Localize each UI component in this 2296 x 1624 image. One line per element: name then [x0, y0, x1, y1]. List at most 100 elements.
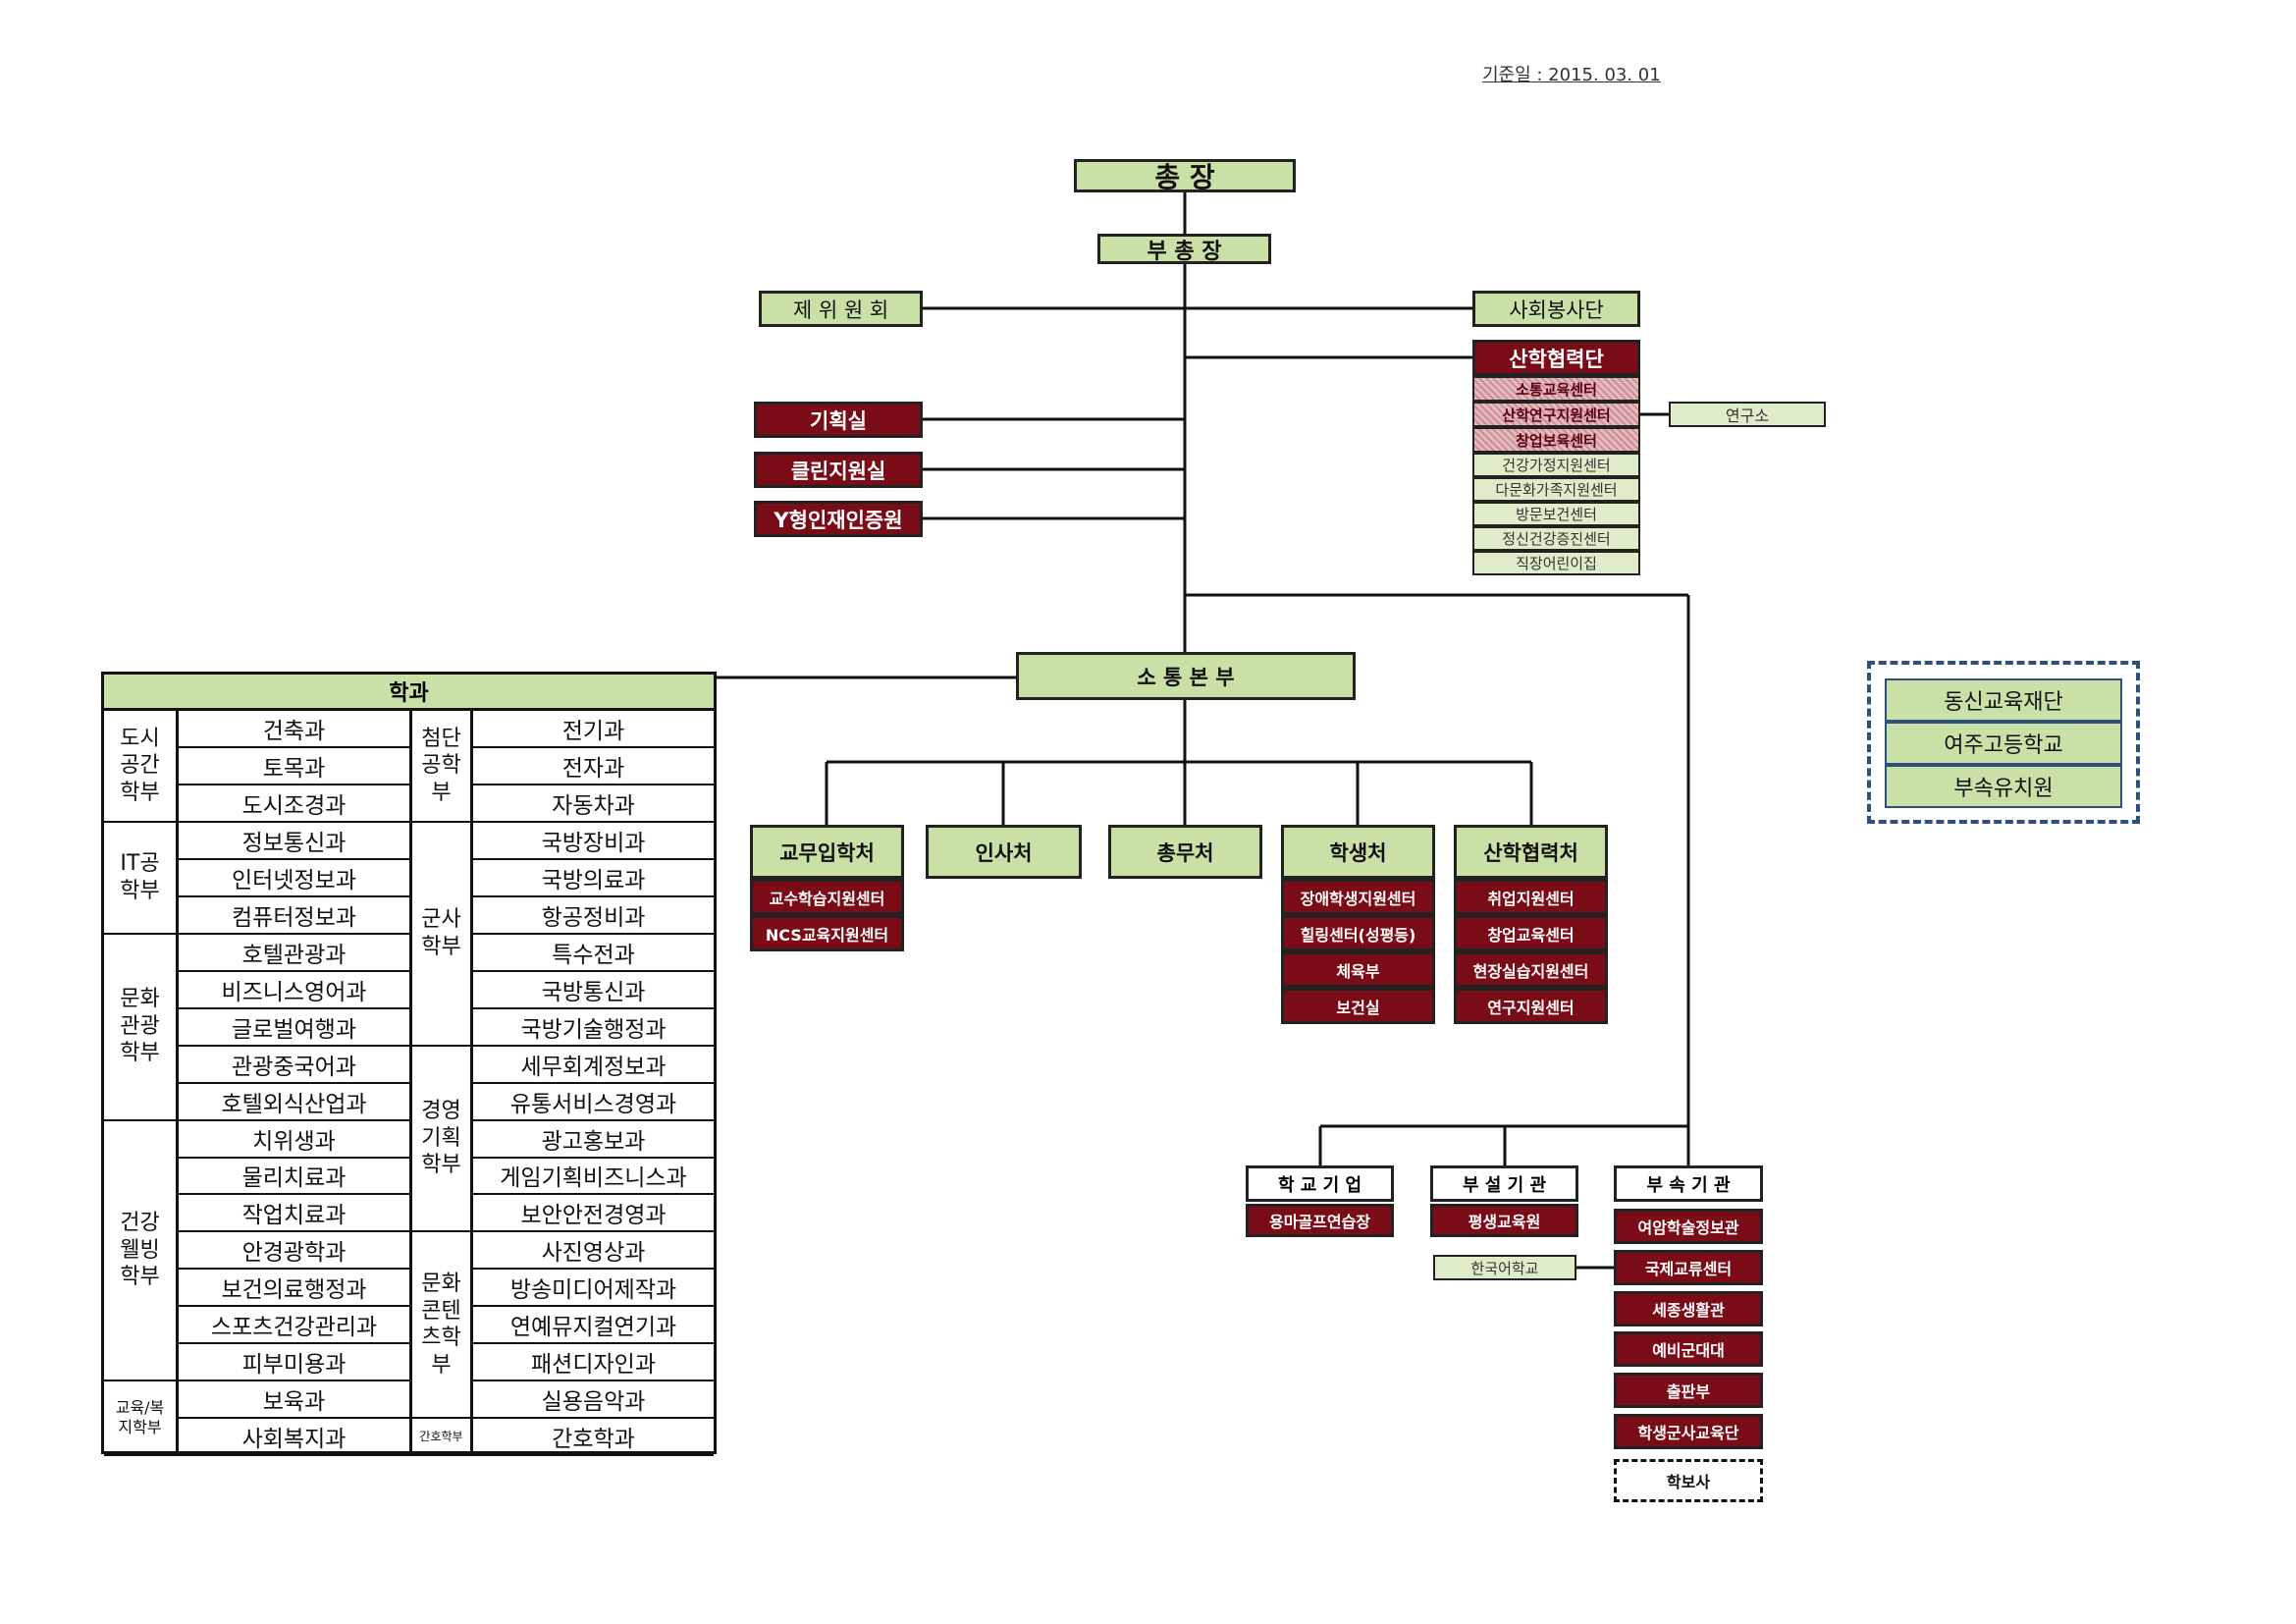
department-table-title: 학과 — [104, 675, 714, 711]
rotc-unit: 학생군사교육단 — [1614, 1414, 1763, 1449]
department-cell: 특수전과 — [473, 935, 714, 972]
vice-president-box: 부 총 장 — [1097, 234, 1271, 264]
department-cell: 자동차과 — [473, 785, 714, 823]
committees-box: 제 위 원 회 — [759, 291, 923, 327]
department-cell: 보건의료행정과 — [179, 1270, 412, 1308]
school-division-right-2: 경영 기획 학부 — [412, 1046, 473, 1233]
general-affairs-box: 총무처 — [1108, 825, 1262, 879]
clean-support-office-box: 클린지원실 — [754, 452, 923, 488]
ncs-education-center: NCS교육지원센터 — [750, 915, 904, 951]
school-division-right-0: 첨단 공학 부 — [412, 711, 473, 823]
academic-affairs-box: 교무입학처 — [750, 825, 904, 879]
field-practice-center: 현장실습지원센터 — [1454, 951, 1608, 988]
department-cell: 정보통신과 — [179, 822, 412, 860]
yeoam-library: 여암학술정보관 — [1614, 1209, 1763, 1244]
department-cell: 작업치료과 — [179, 1195, 412, 1233]
school-division-right-1: 군사 학부 — [412, 822, 473, 1047]
center-startup-incubation: 창업보육센터 — [1472, 427, 1640, 453]
international-exchange-center: 국제교류센터 — [1614, 1250, 1763, 1285]
department-cell: 세무회계정보과 — [473, 1047, 714, 1084]
department-cell: 실용음악과 — [473, 1381, 714, 1420]
student-affairs-box: 학생처 — [1281, 825, 1435, 879]
school-division-left-1: IT공 학부 — [104, 822, 179, 935]
industry-cooperation-office-box: 산학협력처 — [1454, 825, 1608, 879]
center-research-support: 산학연구지원센터 — [1472, 402, 1640, 427]
department-cell: 사진영상과 — [473, 1232, 714, 1271]
department-cell: 전자과 — [473, 748, 714, 785]
volunteer-corps-box: 사회봉사단 — [1472, 291, 1640, 327]
center-visiting-health: 방문보건센터 — [1472, 502, 1640, 526]
school-division-left-3: 건강 웰빙 학부 — [104, 1120, 179, 1382]
department-cell: 연예뮤지컬연기과 — [473, 1307, 714, 1345]
department-cell: 방송미디어제작과 — [473, 1270, 714, 1308]
department-cell: 호텔외식산업과 — [179, 1083, 412, 1121]
department-cell: 관광중국어과 — [179, 1046, 412, 1084]
president-box: 총 장 — [1074, 159, 1296, 193]
reference-date: 기준일 : 2015. 03. 01 — [1482, 65, 1661, 85]
health-room: 보건실 — [1281, 988, 1435, 1024]
lifelong-education-center: 평생교육원 — [1430, 1204, 1578, 1237]
department-cell: 호텔관광과 — [179, 934, 412, 972]
department-cell: 도시조경과 — [179, 785, 412, 823]
attached-facilities-box: 부 설 기 관 — [1430, 1165, 1578, 1202]
department-cell: 광고홍보과 — [473, 1121, 714, 1159]
personnel-office-box: 인사처 — [926, 825, 1082, 879]
affiliated-kindergarten: 부속유치원 — [1885, 765, 2122, 808]
reserve-battalion: 예비군대대 — [1614, 1331, 1763, 1367]
dongshin-education-foundation: 동신교육재단 — [1885, 678, 2122, 722]
department-cell: 사회복지과 — [179, 1419, 412, 1457]
school-division-left-2: 문화 관광 학부 — [104, 934, 179, 1121]
department-cell: 게임기획비즈니스과 — [473, 1159, 714, 1196]
y-talent-certification-box: Y형인재인증원 — [754, 501, 923, 537]
department-cell: 유통서비스경영과 — [473, 1084, 714, 1121]
school-division-right-4: 간호학부 — [412, 1419, 473, 1457]
yongma-golf-range: 용마골프연습장 — [1246, 1204, 1394, 1237]
department-cell: 치위생과 — [179, 1120, 412, 1159]
school-division-left-4: 교육/복 지학부 — [104, 1381, 179, 1457]
department-cell: 토목과 — [179, 747, 412, 785]
startup-education-center: 창업교육센터 — [1454, 915, 1608, 951]
center-workplace-daycare: 직장어린이집 — [1472, 551, 1640, 575]
department-cell: 안경광학과 — [179, 1232, 412, 1271]
department-cell: 비즈니스영어과 — [179, 971, 412, 1009]
school-division-left-0: 도시 공간 학부 — [104, 711, 179, 823]
affiliated-institutions-box: 부 속 기 관 — [1614, 1165, 1763, 1202]
department-cell: 컴퓨터정보과 — [179, 896, 412, 935]
department-cell: 글로벌여행과 — [179, 1008, 412, 1047]
center-multicultural-family: 다문화가족지원센터 — [1472, 477, 1640, 502]
yeoju-high-school: 여주고등학교 — [1885, 722, 2122, 765]
planning-office-box: 기획실 — [754, 402, 923, 438]
department-cell: 건축과 — [179, 711, 412, 748]
research-support-center: 연구지원센터 — [1454, 988, 1608, 1024]
department-cell: 인터넷정보과 — [179, 859, 412, 897]
industry-foundation-box: 산학협력단 — [1472, 340, 1640, 376]
department-cell: 국방기술행정과 — [473, 1009, 714, 1047]
korean-language-school: 한국어학교 — [1433, 1255, 1576, 1280]
publishing-dept: 출판부 — [1614, 1373, 1763, 1408]
department-cell: 스포츠건강관리과 — [179, 1307, 412, 1345]
department-cell: 국방의료과 — [473, 860, 714, 897]
department-cell: 항공정비과 — [473, 897, 714, 935]
school-division-right-3: 문화 콘텐 츠학 부 — [412, 1232, 473, 1420]
department-cell: 국방장비과 — [473, 823, 714, 860]
school-newspaper: 학보사 — [1614, 1459, 1763, 1502]
disabled-student-center: 장애학생지원센터 — [1281, 879, 1435, 915]
center-communication-education: 소통교육센터 — [1472, 376, 1640, 402]
department-cell: 피부미용과 — [179, 1344, 412, 1382]
communication-hq-box: 소 통 본 부 — [1016, 652, 1356, 700]
teaching-support-center: 교수학습지원센터 — [750, 879, 904, 915]
employment-center: 취업지원센터 — [1454, 879, 1608, 915]
department-cell: 패션디자인과 — [473, 1344, 714, 1382]
athletics-dept: 체육부 — [1281, 951, 1435, 988]
center-mental-health: 정신건강증진센터 — [1472, 526, 1640, 551]
department-cell: 국방통신과 — [473, 972, 714, 1009]
department-cell: 물리치료과 — [179, 1158, 412, 1196]
healing-center: 힐링센터(성평등) — [1281, 915, 1435, 951]
institute-box: 연구소 — [1669, 402, 1826, 427]
sejong-dormitory: 세종생활관 — [1614, 1291, 1763, 1326]
center-healthy-family: 건강가정지원센터 — [1472, 453, 1640, 477]
department-cell: 보안안전경영과 — [473, 1195, 714, 1233]
department-cell: 보육과 — [179, 1381, 412, 1420]
